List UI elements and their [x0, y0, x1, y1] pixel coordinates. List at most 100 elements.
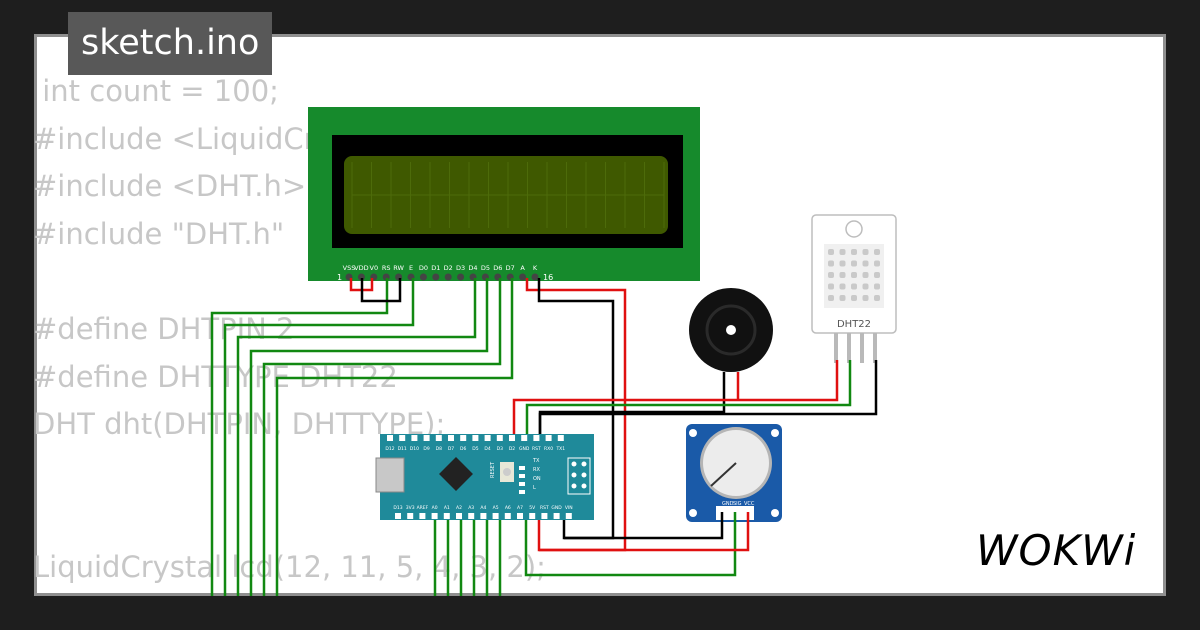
nano-pin[interactable] — [423, 435, 430, 441]
nano-pin[interactable] — [431, 513, 438, 519]
lcd-pin-label: VDD — [354, 264, 368, 272]
lcd-pin-label: A — [520, 264, 525, 272]
wire-anode-5v — [525, 278, 627, 552]
wire-dht-vcc — [512, 360, 839, 434]
wokwi-logo: WOKWi — [976, 526, 1137, 575]
lcd-pin-label: D3 — [456, 264, 465, 272]
lcd-pin-label: D4 — [468, 264, 477, 272]
file-name-label: sketch.ino — [68, 12, 273, 75]
wire-d7 — [275, 278, 514, 596]
nano-pin-label: GND — [551, 505, 562, 511]
lcd-pin[interactable] — [444, 273, 452, 281]
nano-pin[interactable] — [504, 513, 511, 519]
nano-pin[interactable] — [395, 513, 401, 519]
wire-e — [223, 278, 415, 596]
nano-pin[interactable] — [521, 435, 528, 441]
led-label: RX — [533, 467, 540, 473]
pot-pin-gnd: GND — [722, 501, 734, 507]
nano-pin-label: A3 — [468, 505, 474, 511]
nano-pin[interactable] — [484, 435, 491, 441]
nano-pin[interactable] — [557, 435, 564, 441]
nano-pin[interactable] — [565, 513, 572, 519]
lcd-pin[interactable] — [519, 273, 527, 281]
pot-pin-vcc: VCC — [744, 501, 755, 507]
nano-pin[interactable] — [553, 513, 560, 519]
nano-pin-label: A7 — [517, 505, 523, 511]
nano-pin[interactable] — [492, 513, 499, 519]
nano-pin[interactable] — [448, 435, 454, 441]
lcd-pin[interactable] — [457, 273, 465, 281]
lcd-pin-label: D1 — [431, 264, 440, 272]
nano-pin[interactable] — [468, 513, 475, 519]
potentiometer: GND SIG VCC — [524, 424, 782, 577]
nano-pin[interactable] — [456, 513, 462, 519]
nano-pin-label: D4 — [484, 446, 490, 452]
wire-dht-gnd — [538, 360, 878, 434]
lcd-pin-label: RS — [382, 264, 391, 272]
pot-indicator — [710, 462, 737, 487]
icsp-header — [567, 457, 591, 495]
buzzer — [538, 288, 773, 434]
nano-pin-label: D12 — [385, 446, 394, 452]
nano-pin-label: D11 — [398, 446, 407, 452]
wire-cathode-gnd — [537, 278, 615, 540]
nano-pin[interactable] — [472, 435, 479, 441]
nano-pin[interactable] — [545, 435, 552, 441]
wire-rs — [210, 278, 389, 596]
nano-pin[interactable] — [387, 435, 393, 441]
wire-d6 — [262, 278, 502, 596]
nano-pin[interactable] — [533, 435, 540, 441]
nano-pin[interactable] — [509, 435, 515, 441]
nano-pin[interactable] — [399, 435, 406, 441]
nano-pin[interactable] — [496, 435, 503, 441]
nano-pin-label: AREF — [417, 505, 429, 511]
led-label: L — [533, 485, 536, 491]
lcd-pin-label: RW — [393, 264, 404, 272]
wire-dht-data — [525, 360, 852, 434]
wire-pot-gnd — [564, 512, 724, 540]
nano-pin-label: RST — [532, 446, 541, 452]
nano-pin[interactable] — [443, 513, 450, 519]
pot-pin-sig: SIG — [733, 501, 742, 507]
nano-pin-label: VIN — [565, 505, 573, 511]
nano-pin[interactable] — [435, 435, 442, 441]
wire-d4 — [236, 278, 477, 596]
nano-pin[interactable] — [407, 513, 414, 519]
nano-pin-label: D7 — [448, 446, 454, 452]
nano-pin[interactable] — [411, 435, 418, 441]
nano-pin[interactable] — [480, 513, 487, 519]
lcd-pin-label: V0 — [370, 264, 379, 272]
nano-pin[interactable] — [529, 513, 536, 519]
nano-pin[interactable] — [460, 435, 467, 441]
lcd-pin-label: VSS — [343, 264, 356, 272]
lcd-pin[interactable] — [531, 273, 539, 281]
buzzer-hole — [726, 325, 736, 335]
nano-pin-label: D13 — [393, 505, 402, 511]
nano-pin-label: A1 — [444, 505, 450, 511]
nano-pin-label: TX1 — [555, 446, 565, 452]
usb-connector — [375, 457, 405, 493]
lcd-pin-label: D0 — [419, 264, 428, 272]
code-line: #define DHTTYPE DHT22 — [33, 359, 398, 394]
lcd-pin-label: E — [409, 264, 413, 272]
wire-pot-vcc — [539, 512, 750, 552]
lcd-pin[interactable] — [432, 273, 440, 281]
lcd-pin[interactable] — [419, 273, 427, 281]
nano-pin[interactable] — [517, 513, 523, 519]
dht22-sensor: DHT22 — [512, 214, 897, 434]
dht-label: DHT22 — [837, 319, 871, 330]
nano-pin-label: D2 — [509, 446, 515, 452]
nano-pin[interactable] — [541, 513, 548, 519]
nano-pin-label: D6 — [460, 446, 466, 452]
nano-pin-label: A6 — [505, 505, 511, 511]
lcd-pin-label: D5 — [481, 264, 490, 272]
nano-pin-label: RX0 — [544, 446, 553, 452]
nano-pin-label: A2 — [456, 505, 462, 511]
nano-pin[interactable] — [419, 513, 426, 519]
nano-pin-label: 3V3 — [406, 505, 415, 511]
nano-pin-label: 5V — [529, 505, 536, 511]
wire-pot-sig — [524, 510, 737, 577]
led-label: ON — [533, 476, 541, 482]
